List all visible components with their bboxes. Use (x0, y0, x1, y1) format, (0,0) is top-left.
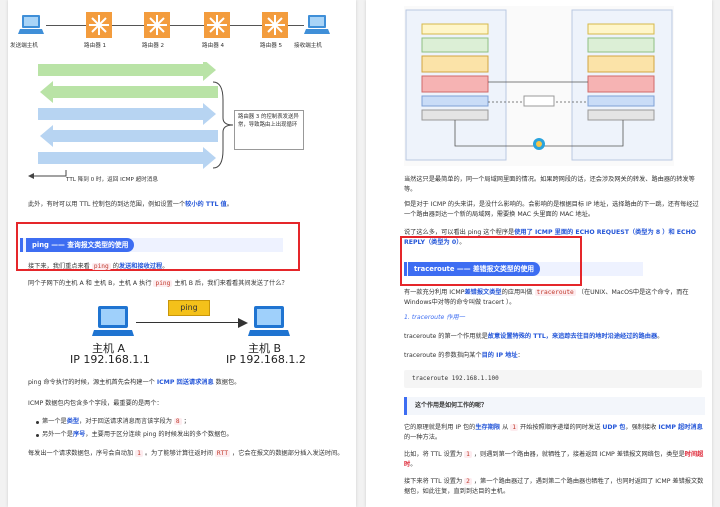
receiver-label: 接收端主机 (294, 43, 322, 49)
loop-arrows (38, 62, 218, 169)
quote-block: 这个作用是如何工作的呢？ (404, 397, 705, 415)
routing-loop-diagram: 发送端主机 路由器 1 路由器 2 路由器 4 路由器 5 接收端主机 (8, 0, 356, 195)
code-block: traceroute 192.168.1.100 (404, 370, 702, 388)
paragraph: 同个子网下的主机 A 和 主机 B，主机 A 执行 ping 主机 B 后，我们… (28, 280, 288, 287)
router-icon (204, 12, 230, 38)
paragraph: traceroute 的第一个作用就是故意设置特殊的 TTL，来追踪去往目的地时… (404, 333, 664, 340)
brace-icon (212, 81, 234, 169)
icmp-flow-graphic (405, 9, 673, 161)
ttl-note: TTL 降到 0 时，返回 ICMP 超时消息 (66, 177, 158, 183)
paragraph: ping 命令执行的时候，源主机首先会构建一个 ICMP 回送请求消息 数据包。 (28, 379, 241, 386)
paragraph: 比如，将 TTL 设置为 1 ，则遇到第一个路由器，就牺牲了，接着返回 ICMP… (404, 451, 704, 468)
router-icon (86, 12, 112, 38)
host-a-name: 主机 A (92, 342, 126, 355)
paragraph: 接下来，我们重点来看 ping 的发送和接收过程。 (28, 263, 169, 270)
paragraph: ICMP 数据包内包含多个字段，最重要的是两个： (28, 400, 163, 407)
arrow-icon (28, 170, 67, 179)
paragraph: traceroute 的参数指向某个目的 IP 地址： (404, 352, 524, 359)
router-4-label: 路由器 4 (202, 43, 225, 49)
host-b-laptop-icon (248, 306, 290, 336)
host-b-ip: IP 192.168.1.2 (226, 353, 306, 366)
host-a-laptop-icon (92, 306, 134, 336)
icmp-flow-diagram (404, 6, 674, 166)
list-item: 第一个是类型，对于回送请求消息而言该字段为 8 ； (42, 418, 190, 425)
left-page: 发送端主机 路由器 1 路由器 2 路由器 4 路由器 5 接收端主机 (8, 0, 356, 507)
paragraph: 当然这只是最简单的，同一个局域网里面的情况。如果跨网段的话，还会涉及网关的转发、… (404, 176, 695, 193)
arrow-head-icon (238, 318, 248, 328)
host-a-ip: IP 192.168.1.1 (70, 353, 150, 366)
right-page: 当然这只是最简单的，同一个局域网里面的情况。如果跨网段的话，还会涉及网关的转发、… (366, 0, 712, 507)
paragraph: 有一款充分利用 ICMP差错报文类型的应用叫做 traceroute （在UNI… (404, 289, 689, 306)
router-2-label: 路由器 2 (142, 43, 165, 49)
ping-packet: ping (168, 300, 210, 316)
paragraph: 每发出一个请求数据包，序号会自动加 1 。为了能够计算往返时间 RTT ，它会在… (28, 450, 344, 457)
router-icon (144, 12, 170, 38)
ping-illustration: ping (48, 296, 328, 368)
paragraph: 但是对于 ICMP 的头来讲，是没什么影响的。会影响的是根据目标 IP 地址，选… (404, 201, 699, 218)
bullet-dot (36, 421, 39, 424)
router-icon (262, 12, 288, 38)
host-b-name: 主机 B (248, 342, 282, 355)
list-item: 另外一个是序号，主要用于区分连续 ping 的时候发出的多个数据包。 (42, 431, 233, 438)
paragraph: 它的原理就是利用 IP 包的生存期限 从 1 开始按照顺序递增的同时发送 UDP… (404, 424, 703, 441)
highlight-box (400, 236, 582, 286)
sender-computer-icon (18, 15, 44, 34)
paragraph: 接下来将 TTL 设置为 2 ，第一个路由器过了，遇到第二个路由器也牺牲了，也同… (404, 478, 704, 495)
section-title-ping: ping —— 查询报文类型的使用 (26, 238, 135, 252)
highlight-box (16, 222, 300, 271)
paragraph: 说了这么多，可以看出 ping 这个程序是使用了 ICMP 里面的 ECHO R… (404, 229, 697, 246)
router-1-label: 路由器 1 (84, 43, 107, 49)
loop-note: 路由器 3 的控制表发送异常，导致路由上出现循环 (234, 110, 304, 150)
receiver-computer-icon (304, 15, 330, 34)
section-title-traceroute: traceroute —— 差错报文类型的使用 (408, 262, 541, 276)
sub-heading: 1. traceroute 作用一 (404, 314, 465, 321)
sender-label: 发送端主机 (10, 43, 38, 49)
paragraph: 此外，有时可以用 TTL 控制包的到达范围，例如设置一个较小的 TTL 值。 (28, 201, 233, 208)
router-5-label: 路由器 5 (260, 43, 283, 49)
bullet-dot (36, 434, 39, 437)
